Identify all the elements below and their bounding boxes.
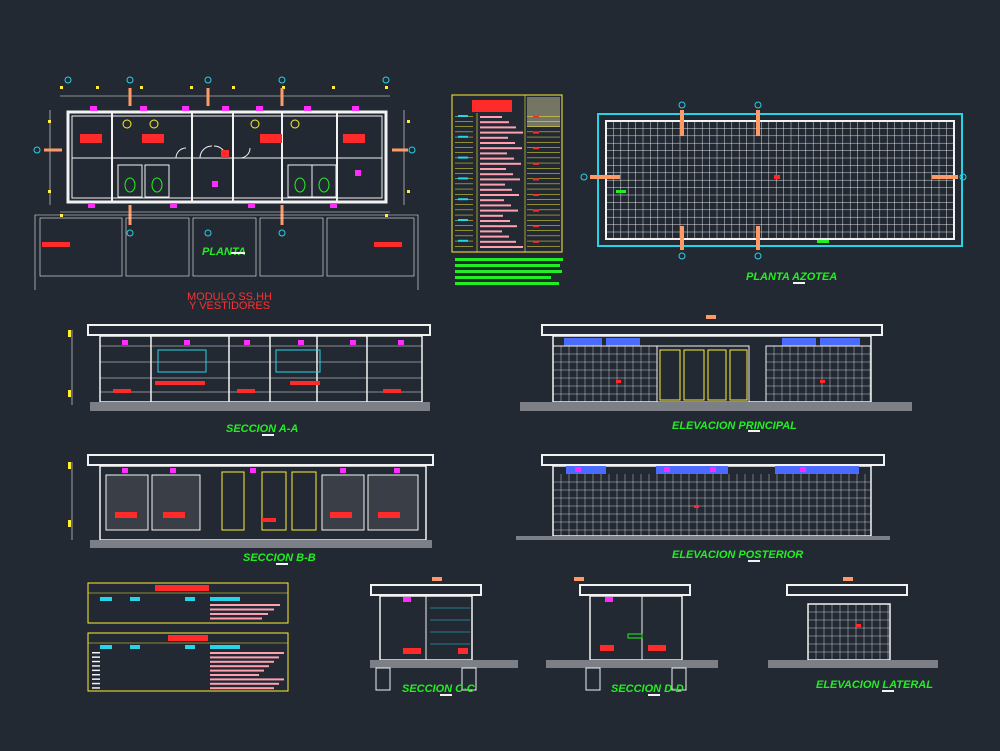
- plan-site-grid: [34, 214, 419, 290]
- plan-red-labels: [42, 134, 402, 247]
- roof-grid-lines: [606, 121, 955, 239]
- section-bb-view: SECCION B-B: [68, 454, 434, 565]
- main-elevation-grid: [553, 346, 871, 402]
- door-window-schedules: [87, 582, 289, 692]
- door-window-rows: [92, 604, 284, 690]
- elevacion-posterior-title: ELEVACION POSTERIOR: [672, 549, 803, 561]
- section-dd-view: SECCION D-D: [546, 577, 718, 696]
- floor-plan-view: PLANTA MODULO SS.HH Y VESTIDORES: [33, 76, 419, 312]
- modulo-title-line2: Y VESTIDORES: [189, 300, 270, 312]
- rear-elevation-grid: [553, 474, 871, 536]
- modulo-title-line1: MODULO SS.HH: [187, 291, 272, 303]
- section-aa-view: SECCION A-A: [68, 324, 431, 436]
- seccion-cc-title: SECCION C-C: [402, 683, 476, 695]
- main-elevation-view: ELEVACION PRINCIPAL: [520, 315, 912, 432]
- plan-inner-wall: [71, 115, 383, 199]
- rear-elevation-view: ELEVACION POSTERIOR: [516, 454, 890, 562]
- schedule-rows: [455, 115, 560, 248]
- roof-plan-view: PLANTA AZOTEA: [580, 101, 967, 284]
- seccion-dd-title: SECCION D-D: [611, 683, 684, 695]
- section-cc-view: SECCION C-C: [370, 577, 518, 696]
- plan-dimension-ticks: [48, 86, 410, 217]
- side-elevation-view: ELEVACION LATERAL: [768, 577, 938, 692]
- plan-axis-markers: [33, 76, 416, 237]
- seccion-bb-title: SECCION B-B: [243, 552, 316, 564]
- plan-magenta-tags: [88, 106, 361, 208]
- seccion-aa-title: SECCION A-A: [226, 423, 298, 435]
- planta-azotea-title: PLANTA AZOTEA: [746, 271, 837, 283]
- side-elevation-grid: [808, 604, 890, 660]
- plan-outer-wall: [66, 110, 388, 204]
- finish-schedule-table: [451, 94, 563, 285]
- elevacion-lateral-title: ELEVACION LATERAL: [816, 679, 933, 691]
- elevacion-principal-title: ELEVACION PRINCIPAL: [672, 420, 797, 432]
- planta-title: PLANTA: [202, 246, 246, 258]
